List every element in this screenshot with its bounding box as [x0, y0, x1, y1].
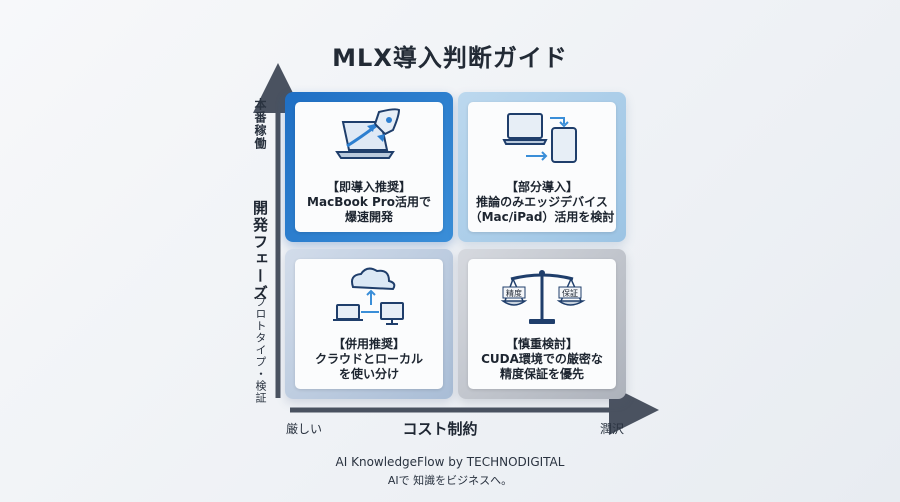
y-axis-title: 開発フェーズ — [251, 200, 269, 302]
cloud-devices-icon — [295, 265, 443, 331]
rocket-laptop-icon — [295, 108, 443, 174]
quadrant-hybrid: 【併用推奨】 クラウドとローカル を使い分け — [285, 249, 453, 399]
quadrant-partial-adoption: 【部分導入】 推論のみエッジデバイス （Mac/iPad）活用を検討 — [458, 92, 626, 242]
page-title: MLX導入判断ガイド — [332, 44, 568, 72]
footer-tagline: AIで 知識をビジネスへ。 — [387, 474, 513, 487]
x-axis-left-label: 厳しい — [286, 422, 323, 436]
scale-label-guarantee: 保証 — [562, 288, 578, 298]
quadrant-partial-text: 【部分導入】 推論のみエッジデバイス （Mac/iPad）活用を検討 — [469, 180, 615, 224]
quadrant-careful-text: 【慎重検討】 CUDA環境での厳密な 精度保証を優先 — [481, 337, 603, 381]
quadrant-careful-review: 精度 保証 【慎重検討】 CUDA環境での厳密な 精度保証を優先 — [458, 249, 626, 399]
y-axis-top-label: 本番稼働 — [253, 98, 267, 150]
quadrant-immediate-adoption: 【即導入推奨】 MacBook Pro活用で 爆速開発 — [285, 92, 453, 242]
balance-scale-icon: 精度 保証 — [468, 265, 616, 331]
y-axis-bottom-label: プロトタイプ・検証 — [254, 296, 267, 404]
scale-label-precision: 精度 — [506, 288, 522, 298]
quadrant-hybrid-text: 【併用推奨】 クラウドとローカル を使い分け — [314, 337, 423, 381]
footer-brand: AI KnowledgeFlow by TECHNODIGITAL — [335, 455, 565, 469]
x-axis-title: コスト制約 — [402, 420, 478, 438]
x-axis-right-label: 潤沢 — [600, 422, 625, 436]
laptop-tablet-sync-icon — [468, 108, 616, 174]
quadrant-immediate-text: 【即導入推奨】 MacBook Pro活用で 爆速開発 — [307, 180, 431, 224]
